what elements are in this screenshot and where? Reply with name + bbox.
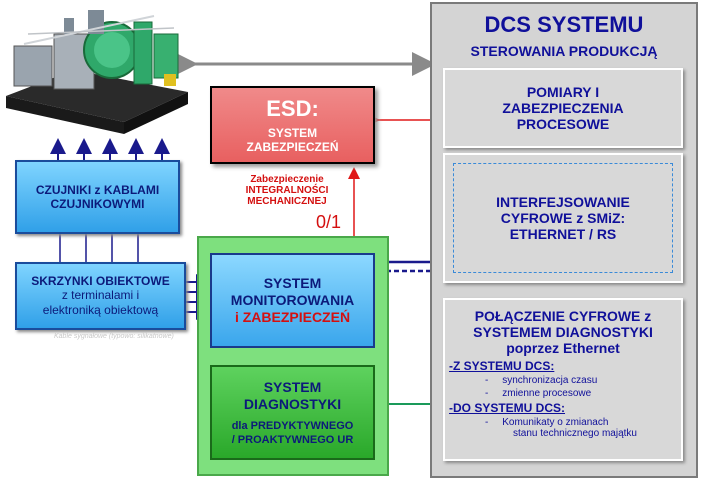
dcs-interface-line2: CYFROWE z SMiZ: — [500, 210, 626, 226]
integrity-line3: MECHANICZNEJ — [247, 196, 327, 207]
sensors-line2: CZUJNIKOWYMI — [50, 197, 145, 211]
monitoring-line3: i ZABEZPIECZEŃ — [234, 309, 351, 325]
from-dcs-item: - synchronizacja czasu — [485, 375, 598, 386]
to-dcs-item-text: Komunikaty o zmianach — [502, 417, 609, 428]
esd-subtitle: SYSTEM ZABEZPIECZEŃ — [246, 126, 338, 154]
dcs-measurements-line3: PROCESOWE — [516, 116, 610, 132]
to-dcs-item: - Komunikaty o zmianach — [485, 417, 609, 428]
integrity-line2: INTEGRALNOŚCI — [245, 185, 329, 196]
diagnostics-line2: DIAGNOSTYKI — [243, 395, 342, 412]
signal-label: 0/1 — [316, 212, 342, 232]
sensors-box: CZUJNIKI z KABLAMI CZUJNIKOWYMI — [15, 160, 180, 234]
dcs-diagnostics-connection-box: POŁĄCZENIE CYFROWE z SYSTEMEM DIAGNOSTYK… — [443, 298, 683, 461]
from-dcs-item-text: zmienne procesowe — [502, 388, 592, 399]
esd-line1: SYSTEM — [267, 126, 318, 140]
junction-line3: elektroniką obiektową — [42, 303, 159, 317]
dcs-interface-box: INTERFEJSOWANIE CYFROWE z SMiZ: ETHERNET… — [443, 153, 683, 283]
cable-lines — [59, 234, 139, 262]
from-dcs-heading: -Z SYSTEMU DCS: — [449, 359, 555, 373]
diag-conn-title2: SYSTEMEM DIAGNOSTYKI — [473, 324, 653, 340]
from-dcs-item-text: synchronizacja czasu — [502, 375, 598, 386]
monitoring-line1: SYSTEM — [263, 275, 322, 291]
compressor-machine-image — [6, 10, 188, 134]
dcs-title: DCS SYSTEMU — [484, 12, 644, 37]
cables-note: Kable sygnałowe (typowo: silikatnowe) — [54, 333, 174, 340]
diag-conn-title1: POŁĄCZENIE CYFROWE z — [474, 308, 652, 324]
diagnostics-line3: dla PREDYKTYWNEGO — [231, 419, 354, 432]
sensor-arrows — [50, 138, 170, 160]
diagnostics-box: SYSTEM DIAGNOSTYKI dla PREDYKTYWNEGO / P… — [210, 365, 375, 460]
junction-line1: SKRZYNKI OBIEKTOWE — [31, 274, 170, 288]
dcs-interface-line1: INTERFEJSOWANIE — [496, 194, 630, 210]
dcs-measurements-line2: ZABEZPIECZENIA — [502, 100, 624, 116]
junction-line2: z terminalami i — [61, 288, 140, 302]
dcs-measurements-line1: POMIARY I — [526, 84, 600, 100]
sensors-line1: CZUJNIKI z KABLAMI — [35, 183, 160, 197]
esd-box: ESD: SYSTEM ZABEZPIECZEŃ — [210, 86, 375, 164]
dcs-interface-line3: ETHERNET / RS — [509, 226, 617, 242]
dcs-subtitle: STEROWANIA PRODUKCJĄ — [470, 43, 658, 59]
diagnostics-line4: / PROAKTYWNEGO UR — [231, 433, 354, 446]
dcs-interface-inner: INTERFEJSOWANIE CYFROWE z SMiZ: ETHERNET… — [453, 163, 673, 273]
to-dcs-heading: -DO SYSTEMU DCS: — [449, 401, 566, 415]
integrity-line1: Zabezpieczenie — [250, 174, 324, 185]
monitoring-line2: MONITOROWANIA — [230, 292, 355, 308]
diagnostics-line1: SYSTEM — [263, 378, 322, 395]
diag-conn-title3: poprzez Ethernet — [506, 340, 620, 356]
esd-line2: ZABEZPIECZEŃ — [246, 140, 339, 154]
esd-title: ESD: — [266, 96, 319, 121]
dcs-measurements-box: POMIARY I ZABEZPIECZENIA PROCESOWE — [443, 68, 683, 148]
to-dcs-item-cont: stanu technicznego majątku — [513, 428, 637, 439]
monitoring-box: SYSTEM MONITOROWANIA i ZABEZPIECZEŃ — [210, 253, 375, 348]
from-dcs-item: - zmienne procesowe — [485, 388, 592, 399]
junction-boxes-box: SKRZYNKI OBIEKTOWE z terminalami i elekt… — [15, 262, 186, 330]
integrity-label: Zabezpieczenie INTEGRALNOŚCI MECHANICZNE… — [226, 174, 348, 207]
